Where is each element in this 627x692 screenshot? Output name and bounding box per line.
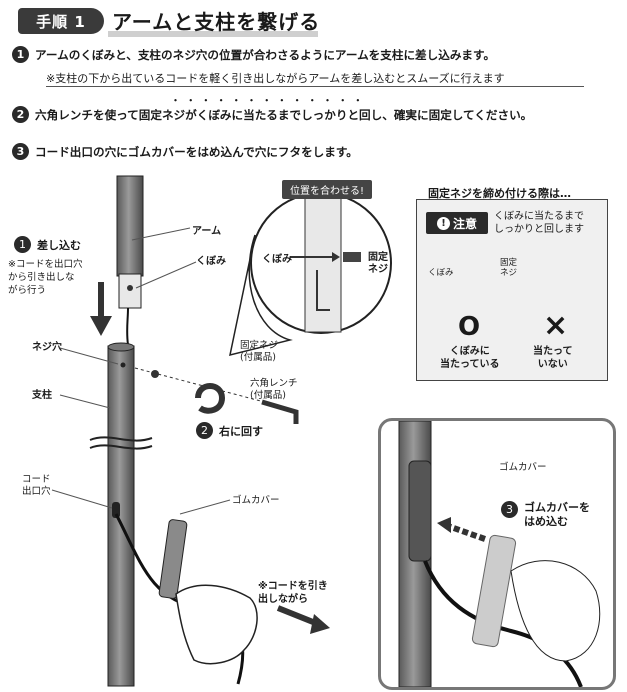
zoom-screw — [343, 252, 361, 262]
warn-kubomi-label: くぼみ — [428, 268, 454, 278]
inset-illustration — [398, 421, 601, 687]
hand-illustration — [175, 584, 258, 665]
pull-note: ※コードを引き 出しながら — [258, 581, 328, 605]
inset-panel: ゴムカバー 3 ゴムカバーを はめ込む — [378, 418, 616, 690]
insert-arrow-icon — [444, 522, 486, 542]
insert-note: ※支柱の下から出ているコードを軽く引き出しながらアームを差し込むとスムーズに行え… — [46, 72, 505, 85]
pole — [107, 345, 135, 687]
step-number-icon: 2 — [12, 106, 29, 123]
step-number-icon: 2 — [196, 422, 213, 439]
fixing-screw-label: 固定ネジ (付属品) — [240, 340, 279, 363]
warn-screw-label: 固定 ネジ — [500, 258, 518, 278]
exclamation-icon: ! — [436, 216, 450, 230]
ng-icon: × — [543, 308, 569, 343]
page-title: アームと支柱を繋げる — [112, 10, 321, 34]
zoom-kubomi-label: くぼみ — [262, 254, 292, 265]
insert-step-label: 1 差し込む — [14, 236, 81, 253]
break-mark — [89, 436, 153, 442]
cord-exit-label: コード 出口穴 — [22, 474, 51, 497]
kubomi-dot — [127, 285, 133, 291]
caution-text: くぼみに当たるまで しっかりと回します — [494, 211, 584, 235]
instruction-text: アームのくぼみと、支柱のネジ穴の位置が合わさるようにアームを支柱に差し込みます。 — [35, 47, 496, 62]
step-number-icon: 1 — [12, 46, 29, 63]
warning-title: 固定ネジを締め付ける際は… — [428, 187, 571, 200]
ng-caption: 当たって いない — [533, 346, 573, 370]
align-bubble: 位置を合わせる! — [282, 180, 373, 199]
inset-rubber-cover — [408, 460, 432, 562]
inset-rubber-label: ゴムカバー — [499, 462, 547, 473]
hex-wrench-label: 六角レンチ (付属品) — [250, 378, 298, 401]
rotate-arrow-icon — [195, 383, 226, 414]
hex-wrench — [261, 399, 299, 424]
instruction-text: コード出口の穴にゴムカバーをはめ込んで穴にフタをします。 — [35, 144, 358, 159]
pole-label: 支柱 — [32, 390, 52, 401]
step-number-icon: 3 — [501, 501, 518, 518]
arm-label: アーム — [192, 226, 222, 237]
instruction-text: 六角レンチを使って固定ネジがくぼみに当たるまでしっかりと回し、確実に固定してくだ… — [35, 107, 533, 122]
instruction-3: 3 コード出口の穴にゴムカバーをはめ込んで穴にフタをします。 — [12, 143, 358, 160]
instruction-2: 2 六角レンチを使って固定ネジがくぼみに当たるまでしっかりと回し、確実に固定して… — [12, 106, 532, 123]
zoom-screw-label: 固定 ネジ — [368, 252, 388, 275]
ok-icon: O — [458, 312, 481, 342]
title-underline — [108, 31, 318, 37]
insert-cord-note: ※コードを出口穴 から引き出しな がら行う — [8, 259, 83, 296]
kubomi-label: くぼみ — [196, 256, 226, 267]
emphasis-dots: ・・・・・・・・・・・・・ — [170, 94, 368, 107]
down-arrow-icon — [90, 282, 112, 336]
instruction-1: 1 アームのくぼみと、支柱のネジ穴の位置が合わさるようにアームを支柱に差し込みま… — [12, 46, 495, 63]
fixing-screw — [151, 370, 159, 378]
turn-right-label: 2 右に回す — [196, 422, 263, 439]
ok-caption: くぼみに 当たっている — [440, 346, 500, 370]
pull-arrow-icon — [276, 605, 320, 627]
note-underline — [46, 86, 584, 87]
zoom-pipe — [304, 195, 342, 333]
caution-badge: ! 注意 — [426, 212, 488, 234]
cord-line — [126, 307, 129, 346]
step-number-icon: 1 — [14, 236, 31, 253]
inset-step: 3 ゴムカバーを はめ込む — [501, 501, 590, 529]
screw-hole-label: ネジ穴 — [32, 342, 62, 353]
arm-pipe — [116, 175, 144, 277]
step-number-icon: 3 — [12, 143, 29, 160]
rubber-cover — [158, 519, 188, 599]
step-badge: 手順 1 — [18, 8, 104, 34]
rubber-cover-label: ゴムカバー — [232, 495, 280, 506]
